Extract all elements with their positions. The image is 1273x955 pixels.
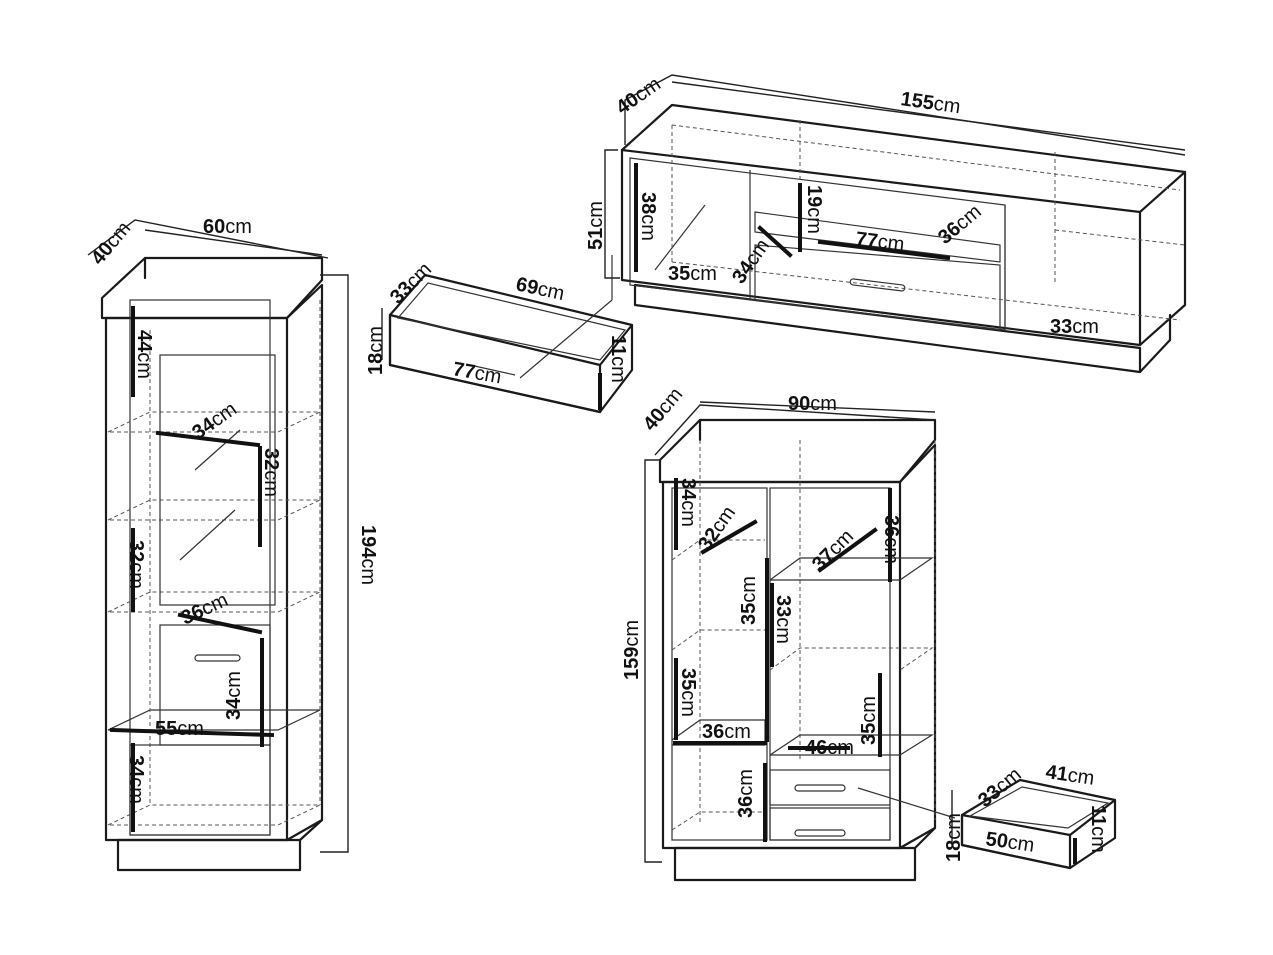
- sideboard: [644, 401, 956, 882]
- sideboard-width-label: 90cm: [788, 393, 837, 415]
- loose-drawer-right: [951, 778, 1117, 870]
- tall-width-label: 60cm: [203, 216, 252, 238]
- tv-cabinet: [604, 74, 1187, 374]
- tv-left-height-label: 38cm: [637, 192, 659, 241]
- tall-middle-section-label: 32cm: [125, 540, 147, 589]
- sideboard-right-shelf-label: 37cm: [808, 525, 858, 575]
- sideboard-left-shelf-label: 32cm: [694, 502, 740, 555]
- sideboard-height-label: 159cm: [621, 620, 643, 680]
- sideboard-right-mid-label: 33cm: [772, 595, 794, 644]
- tall-height-label: 194cm: [357, 525, 379, 585]
- sideboard-left-top-label: 34cm: [677, 478, 699, 527]
- tv-center-top-label: 19cm: [803, 185, 825, 234]
- drawer-left-inner-width-label: 77cm: [451, 358, 503, 388]
- tall-glass-section-label: 32cm: [260, 448, 282, 497]
- sideboard-left-lower-label: 35cm: [677, 668, 699, 717]
- tall-drawer-height-label: 34cm: [223, 671, 245, 720]
- tv-height-label: 51cm: [585, 201, 607, 250]
- tall-inner-width-label: 55cm: [155, 718, 204, 740]
- drawer-left-height-label: 18cm: [365, 326, 387, 375]
- sideboard-right-lower-label: 35cm: [858, 696, 880, 745]
- drawer-right-width-label: 41cm: [1044, 761, 1096, 790]
- drawer-left-inner-height-label: 11cm: [607, 335, 629, 383]
- drawer-right-depth-label: 33cm: [974, 764, 1026, 812]
- drawer-left-width-label: 69cm: [514, 273, 566, 305]
- tv-center-inner-depth-label: 34cm: [728, 235, 774, 288]
- sideboard-right-top-label: 36cm: [880, 515, 902, 564]
- tall-bottom-section-label: 34cm: [125, 755, 147, 804]
- sideboard-left-mid-label: 35cm: [738, 576, 760, 625]
- sideboard-left-bottom-depth-label: 36cm: [702, 721, 751, 743]
- tv-center-width-label: 77cm: [854, 228, 905, 256]
- sideboard-right-bottom-width-label: 46cm: [805, 737, 854, 759]
- tv-right-width-label: 33cm: [1050, 316, 1099, 338]
- tv-left-depth-label: 35cm: [668, 263, 717, 285]
- sideboard-left-bottom-label: 36cm: [735, 769, 757, 818]
- drawer-right-inner-height-label: 11cm: [1087, 805, 1109, 853]
- drawer-right-height-label: 18cm: [943, 813, 965, 862]
- tall-top-compartment-label: 44cm: [133, 330, 155, 379]
- tall-cabinet: [87, 219, 349, 872]
- tall-cabinet-labels: 60cm 40cm 194cm 44cm 34cm 32cm 32cm 36cm…: [87, 216, 379, 804]
- loose-drawer-left: [381, 255, 634, 414]
- tv-depth-label: 40cm: [612, 73, 665, 119]
- tall-shelf-depth-label: 34cm: [188, 398, 241, 444]
